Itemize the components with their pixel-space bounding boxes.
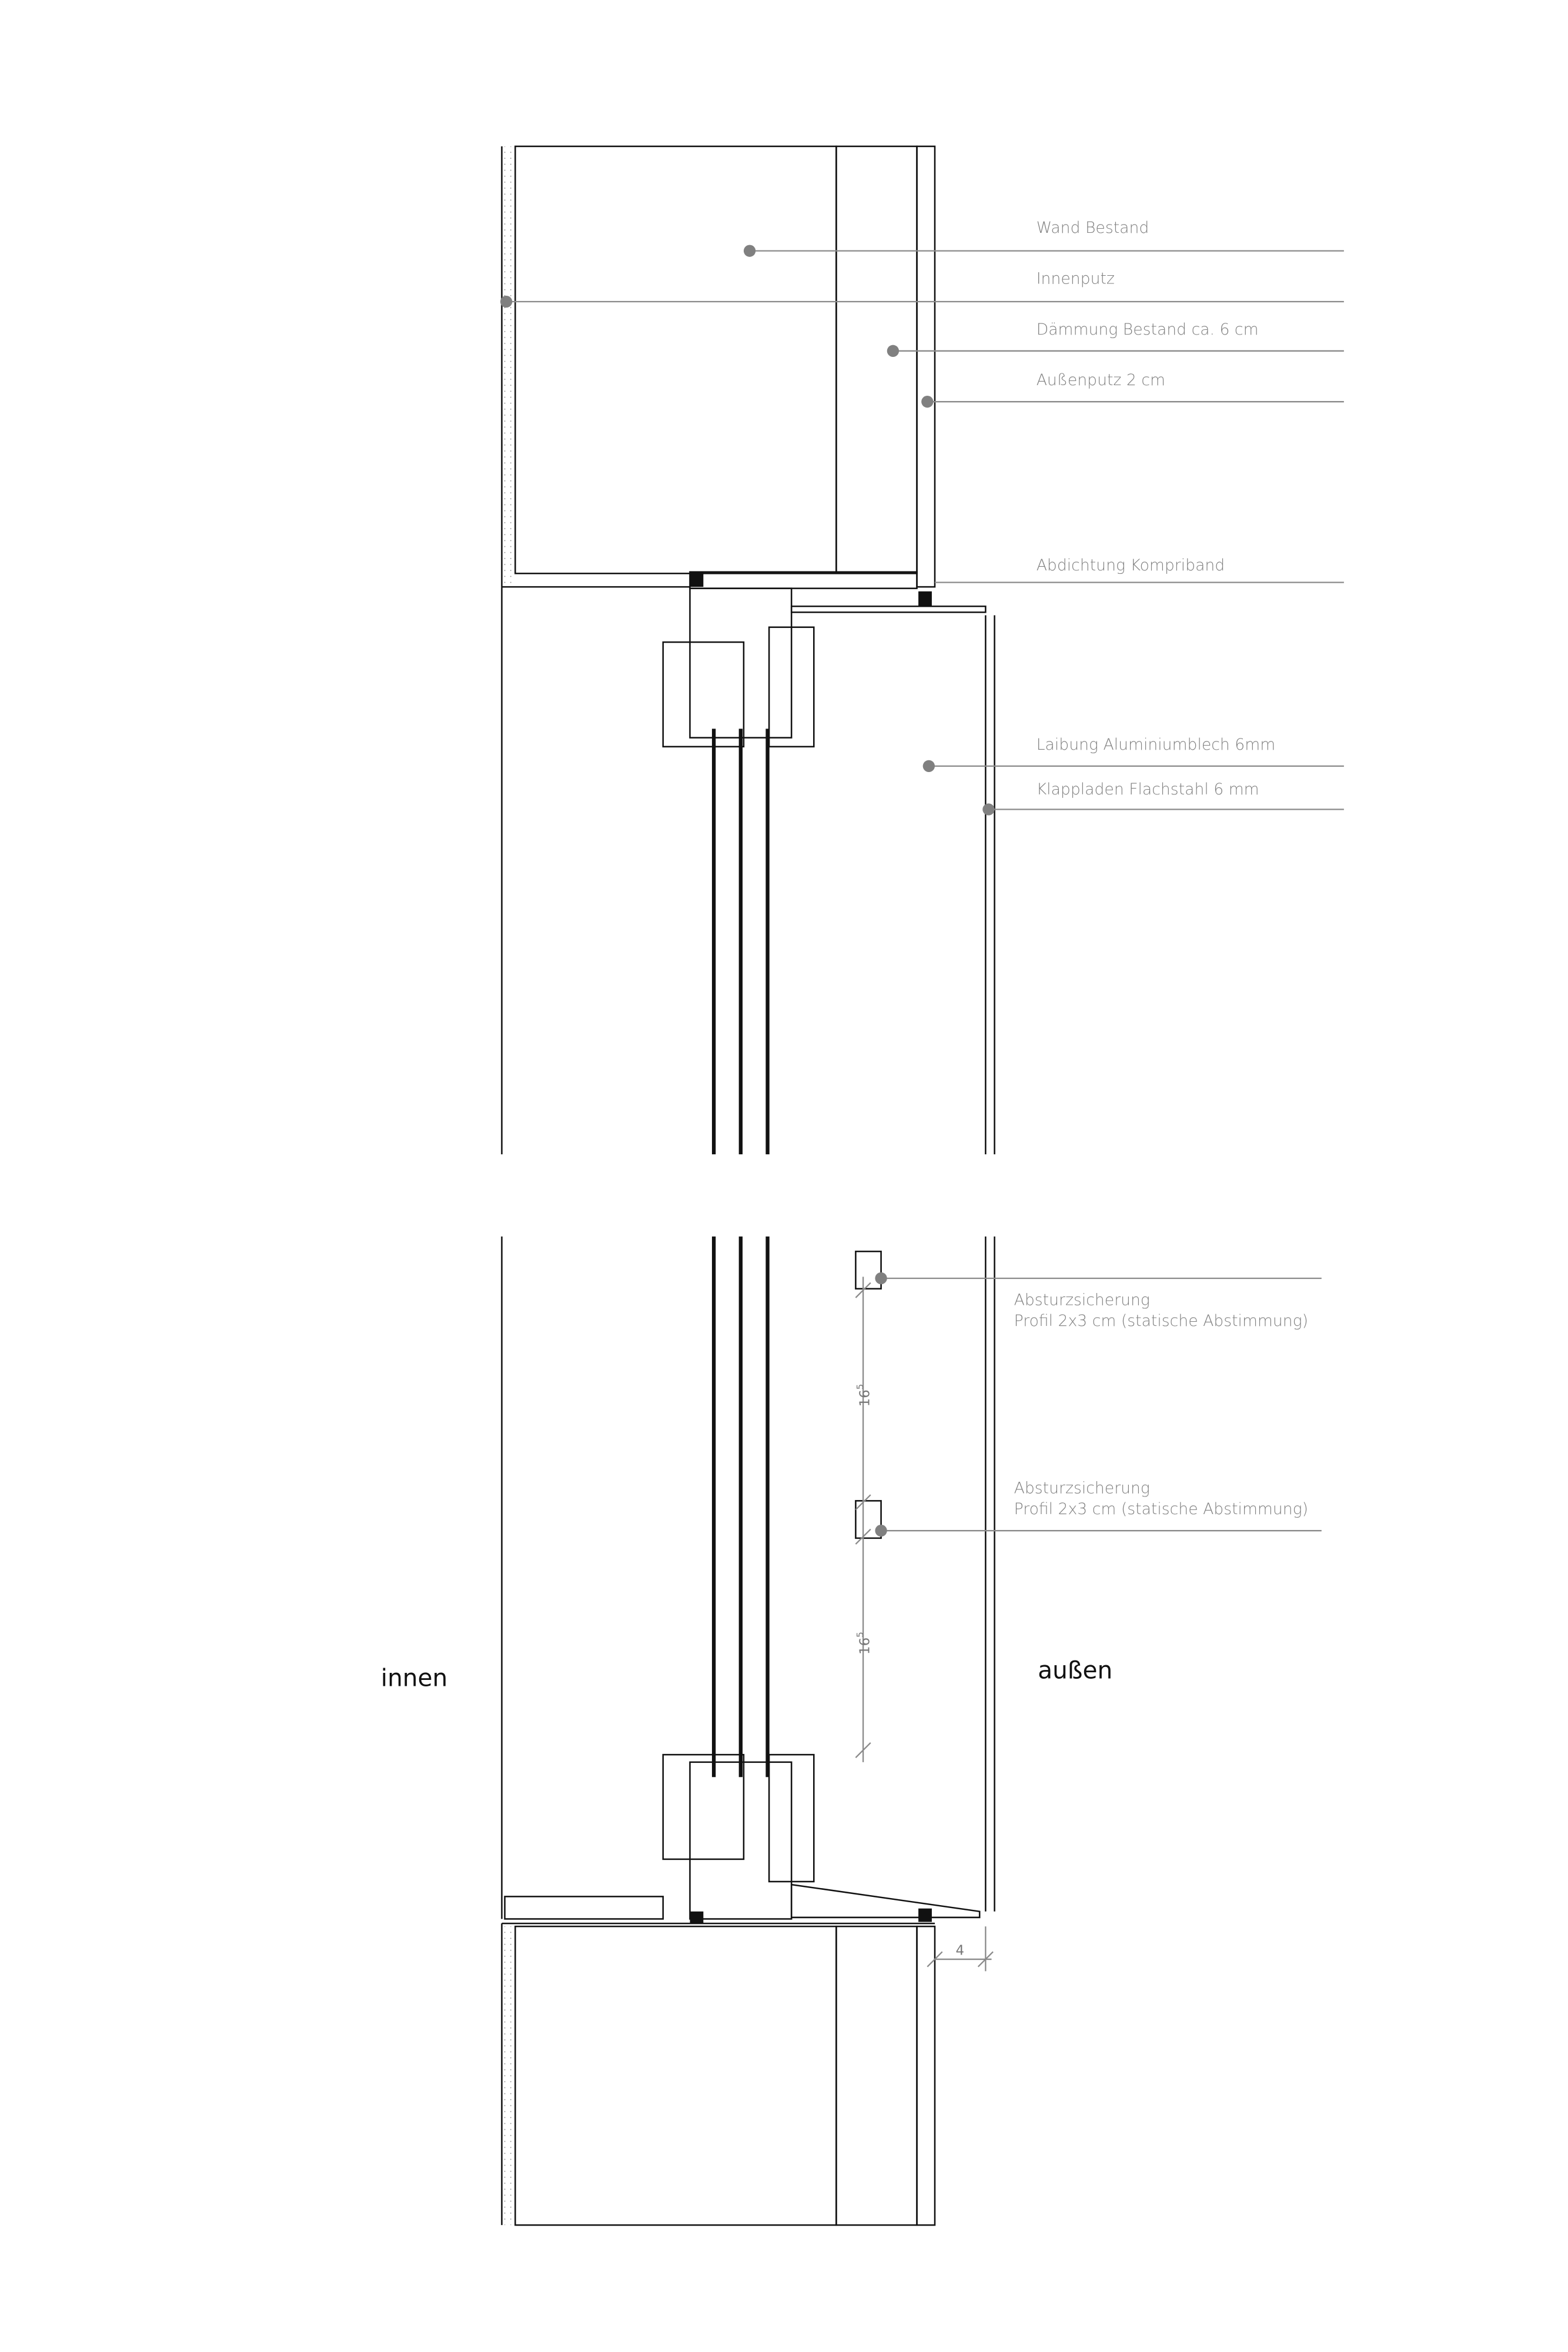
label-absturz-1-line-2: Profil 2x3 cm (statische Abstimmung) xyxy=(1014,1312,1308,1330)
leader-lines xyxy=(500,245,1344,1537)
label-daemmung: Dämmung Bestand ca. 6 cm xyxy=(1037,320,1259,339)
dimension-upper: 165 xyxy=(855,1384,872,1407)
label-inside: innen xyxy=(381,1663,448,1692)
label-aussenputz: Außenputz 2 cm xyxy=(1037,371,1165,389)
glazing-lower xyxy=(501,1236,995,1919)
label-outside: außen xyxy=(1038,1656,1112,1685)
dimension-lower: 165 xyxy=(855,1632,872,1655)
window-frame-top xyxy=(662,587,987,748)
label-abdichtung: Abdichtung Kompriband xyxy=(1037,556,1225,574)
fall-protection xyxy=(855,1250,994,1972)
dimension-shutter-gap: 4 xyxy=(956,1943,965,1958)
label-laibung: Laibung Aluminiumblech 6mm xyxy=(1037,736,1275,754)
label-absturz-2-line-1: Absturzsicherung xyxy=(1014,1479,1150,1498)
upper-wall xyxy=(501,145,936,607)
glazing-upper xyxy=(501,587,995,1155)
label-innenputz: Innenputz xyxy=(1037,270,1115,288)
label-wand-bestand: Wand Bestand xyxy=(1037,219,1149,237)
label-klappladen: Klappladen Flachstahl 6 mm xyxy=(1037,780,1259,799)
lower-wall xyxy=(501,1922,936,2226)
label-absturz-2-line-2: Profil 2x3 cm (statische Abstimmung) xyxy=(1014,1500,1308,1518)
window-frame-bottom xyxy=(504,1753,981,1924)
label-absturz-1-line-1: Absturzsicherung xyxy=(1014,1291,1150,1309)
